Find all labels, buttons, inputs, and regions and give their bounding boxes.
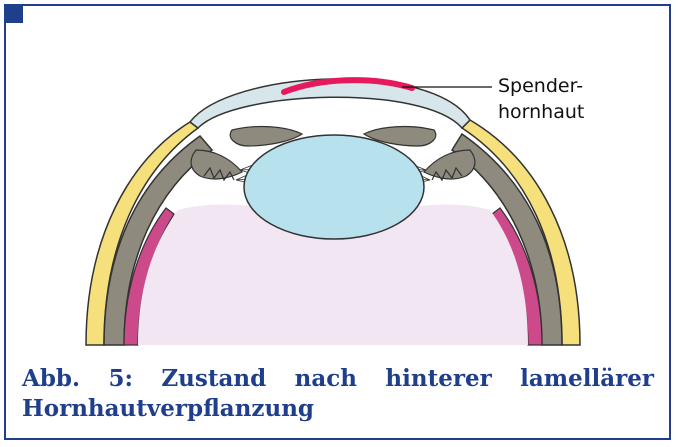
donor-cornea-label-line-1: Spender- — [498, 75, 583, 97]
cornea — [190, 79, 470, 128]
figure-caption: Abb. 5: Zustand nach hinterer lamellärer… — [22, 364, 654, 424]
lens — [244, 135, 424, 239]
eye-cross-section-diagram: Spender- hornhaut — [0, 0, 679, 360]
donor-cornea-label-line-2: hornhaut — [498, 101, 584, 123]
